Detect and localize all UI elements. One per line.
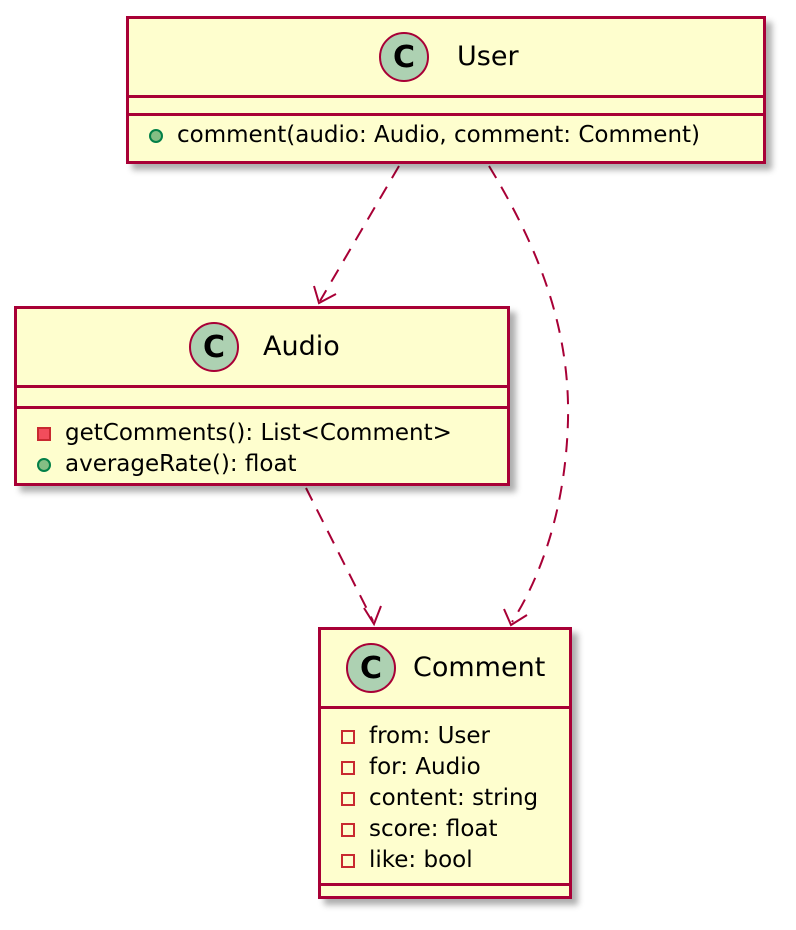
- class-badge-icon: C: [189, 322, 239, 372]
- class-audio-methods: getComments(): List<Comment> averageRate…: [17, 406, 507, 480]
- member-text: like: bool: [369, 847, 473, 873]
- arrowhead-user-to-audio: [313, 285, 337, 305]
- class-user-methods: comment(audio: Audio, comment: Comment): [129, 113, 763, 151]
- private-visibility-icon: [341, 792, 355, 806]
- dependency-user-to-comment: [488, 165, 570, 623]
- private-visibility-icon: [341, 730, 355, 744]
- class-audio-method-get-comments: getComments(): List<Comment>: [17, 418, 507, 449]
- class-badge-icon: C: [346, 643, 396, 693]
- member-text: averageRate(): float: [65, 451, 297, 477]
- class-badge-icon: C: [379, 32, 429, 82]
- class-comment-methods: [321, 883, 569, 899]
- class-audio[interactable]: C Audio getComments(): List<Comment> ave…: [14, 306, 510, 486]
- public-visibility-icon: [149, 129, 163, 143]
- member-text: comment(audio: Audio, comment: Comment): [177, 122, 701, 148]
- class-comment-field-content: content: string: [321, 783, 569, 814]
- member-text: getComments(): List<Comment>: [65, 420, 452, 446]
- class-comment-field-for: for: Audio: [321, 752, 569, 783]
- class-audio-name: Audio: [263, 331, 340, 362]
- class-comment[interactable]: C Comment from: User for: Audio content:…: [318, 627, 572, 899]
- arrowhead-user-to-comment: [503, 608, 528, 627]
- member-text: from: User: [369, 723, 491, 749]
- private-visibility-icon: [37, 427, 51, 441]
- class-comment-field-score: score: float: [321, 814, 569, 845]
- private-visibility-icon: [341, 761, 355, 775]
- class-comment-field-like: like: bool: [321, 845, 569, 876]
- member-text: for: Audio: [369, 754, 481, 780]
- class-user[interactable]: C User comment(audio: Audio, comment: Co…: [126, 16, 766, 164]
- arrowhead-audio-to-comment: [363, 605, 382, 627]
- class-comment-header: C Comment: [321, 630, 569, 706]
- class-user-header: C User: [129, 19, 763, 95]
- member-text: content: string: [369, 785, 539, 811]
- class-comment-name: Comment: [413, 652, 546, 683]
- class-user-name: User: [457, 41, 519, 72]
- class-audio-fields: [17, 385, 507, 406]
- public-visibility-icon: [37, 458, 51, 472]
- class-user-fields: [129, 95, 763, 113]
- class-audio-method-average-rate: averageRate(): float: [17, 449, 507, 480]
- class-audio-header: C Audio: [17, 309, 507, 385]
- class-comment-fields: from: User for: Audio content: string sc…: [321, 706, 569, 883]
- private-visibility-icon: [341, 854, 355, 868]
- class-comment-field-from: from: User: [321, 721, 569, 752]
- dependency-audio-to-comment: [305, 487, 374, 622]
- member-text: score: float: [369, 816, 498, 842]
- dependency-user-to-audio: [319, 165, 400, 302]
- private-visibility-icon: [341, 823, 355, 837]
- class-user-method-comment: comment(audio: Audio, comment: Comment): [129, 120, 763, 151]
